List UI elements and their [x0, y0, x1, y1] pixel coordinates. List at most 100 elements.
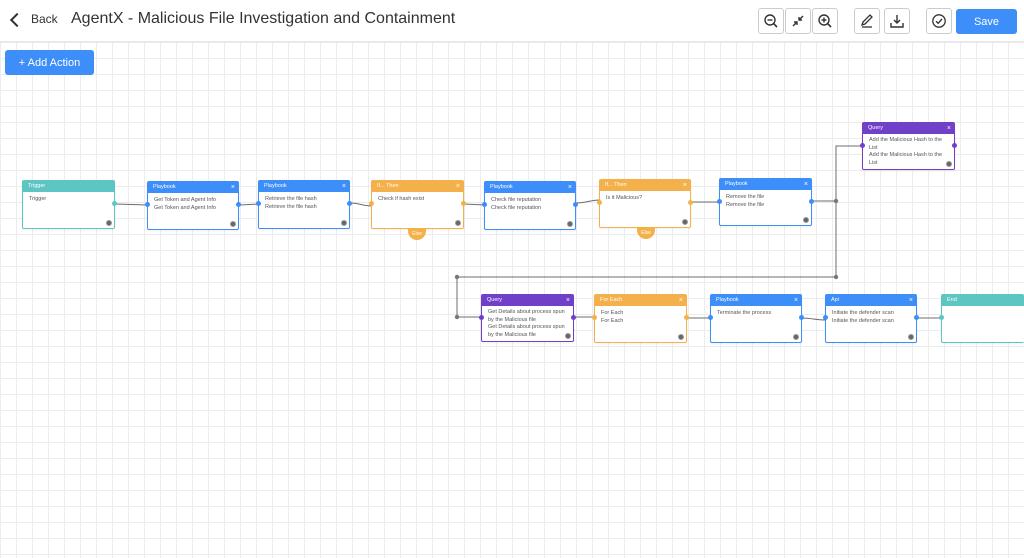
- close-icon[interactable]: ×: [678, 297, 683, 304]
- node-header: Trigger: [23, 181, 114, 192]
- close-icon[interactable]: ×: [682, 182, 687, 189]
- close-icon[interactable]: ×: [908, 297, 913, 304]
- node-header: Api×: [826, 295, 916, 306]
- node-trigger[interactable]: Trigger Trigger: [22, 180, 117, 229]
- gear-icon[interactable]: [567, 221, 573, 227]
- output-port[interactable]: [573, 202, 578, 207]
- close-icon[interactable]: ×: [793, 297, 798, 304]
- node-text: For Each: [601, 318, 624, 324]
- node-header: Playbook×: [720, 179, 811, 190]
- download-button[interactable]: [884, 8, 910, 34]
- node-header: Query×: [482, 295, 573, 306]
- input-port[interactable]: [369, 201, 374, 206]
- input-port[interactable]: [482, 202, 487, 207]
- node-playbook-terminate-process[interactable]: Playbook× Terminate the process: [708, 294, 804, 343]
- close-icon[interactable]: ×: [803, 181, 808, 188]
- close-icon[interactable]: ×: [946, 125, 951, 132]
- input-port[interactable]: [597, 200, 602, 205]
- output-port[interactable]: [112, 201, 117, 206]
- connectors-layer: [114, 145, 942, 321]
- input-port[interactable]: [145, 202, 150, 207]
- node-text: Check file reputation: [491, 197, 542, 203]
- input-port[interactable]: [939, 315, 944, 320]
- node-text: Add the Malicious Hash to the: [869, 137, 943, 143]
- input-port[interactable]: [592, 315, 597, 320]
- node-if-malicious[interactable]: If... Then× Is it Malicious?: [597, 179, 693, 228]
- collapse-icon: [792, 15, 804, 27]
- input-port[interactable]: [717, 199, 722, 204]
- gear-icon[interactable]: [455, 220, 461, 226]
- node-if-hash-exist[interactable]: If... Then× Check if hash exist: [369, 180, 466, 229]
- input-port[interactable]: [256, 201, 261, 206]
- fit-view-button[interactable]: [785, 8, 811, 34]
- node-text: Add the Malicious Hash to the: [869, 152, 943, 158]
- input-port[interactable]: [708, 315, 713, 320]
- output-port[interactable]: [347, 201, 352, 206]
- close-icon[interactable]: ×: [341, 183, 346, 190]
- gear-icon[interactable]: [106, 220, 112, 226]
- output-port[interactable]: [809, 199, 814, 204]
- output-port[interactable]: [799, 315, 804, 320]
- gear-icon[interactable]: [341, 220, 347, 226]
- close-icon[interactable]: ×: [230, 184, 235, 191]
- save-button[interactable]: Save: [956, 9, 1017, 34]
- output-port[interactable]: [571, 315, 576, 320]
- input-port[interactable]: [479, 315, 484, 320]
- zoom-in-icon: [818, 14, 832, 28]
- workflow-canvas[interactable]: + Add Action Trigger Trigger: [0, 42, 1024, 558]
- output-port[interactable]: [914, 315, 919, 320]
- node-text: Remove the file: [726, 194, 765, 200]
- node-text: Check file reputation: [491, 205, 542, 211]
- output-port[interactable]: [236, 202, 241, 207]
- output-port[interactable]: [688, 200, 693, 205]
- connector-playbook2-ifthen1: [349, 202, 373, 207]
- node-header: If... Then×: [600, 180, 690, 191]
- node-header: Playbook ×: [485, 182, 575, 193]
- output-port[interactable]: [684, 315, 689, 320]
- node-text: Initiate the defender scan: [832, 318, 894, 324]
- else-branch-tab[interactable]: Else: [408, 229, 426, 240]
- zoom-in-button[interactable]: [812, 8, 838, 34]
- close-icon[interactable]: ×: [565, 297, 570, 304]
- node-type-label: Playbook: [490, 184, 513, 190]
- edit-button[interactable]: [854, 8, 880, 34]
- output-port[interactable]: [461, 201, 466, 206]
- node-text: List: [869, 159, 878, 166]
- back-button[interactable]: Back: [9, 12, 58, 27]
- gear-icon[interactable]: [678, 334, 684, 340]
- close-icon[interactable]: ×: [567, 184, 572, 191]
- close-icon[interactable]: ×: [455, 183, 460, 190]
- gear-icon[interactable]: [793, 334, 799, 340]
- else-branch-tab[interactable]: Else: [637, 228, 655, 239]
- connector-playbook1-playbook2: [238, 203, 260, 206]
- output-port[interactable]: [952, 143, 957, 148]
- node-text: Get Token and Agent Info: [154, 205, 216, 211]
- gear-icon[interactable]: [803, 217, 809, 223]
- node-header: Playbook×: [259, 181, 349, 192]
- gear-icon[interactable]: [908, 334, 914, 340]
- zoom-out-icon: [764, 14, 778, 28]
- gear-icon[interactable]: [565, 333, 571, 339]
- connector-trigger-playbook1: [114, 203, 149, 206]
- gear-icon[interactable]: [946, 161, 952, 167]
- node-text: Check if hash exist: [378, 196, 425, 202]
- node-end[interactable]: End: [939, 294, 1024, 343]
- node-text: Trigger: [29, 196, 47, 202]
- node-text: Get Details about process spun: [488, 324, 565, 330]
- zoom-out-button[interactable]: [758, 8, 784, 34]
- input-port[interactable]: [860, 143, 865, 148]
- node-type-label: Trigger: [28, 183, 46, 189]
- gear-icon[interactable]: [682, 219, 688, 225]
- input-port[interactable]: [823, 315, 828, 320]
- gear-icon[interactable]: [230, 221, 236, 227]
- validate-button[interactable]: [926, 8, 952, 34]
- add-action-button[interactable]: + Add Action: [5, 50, 94, 75]
